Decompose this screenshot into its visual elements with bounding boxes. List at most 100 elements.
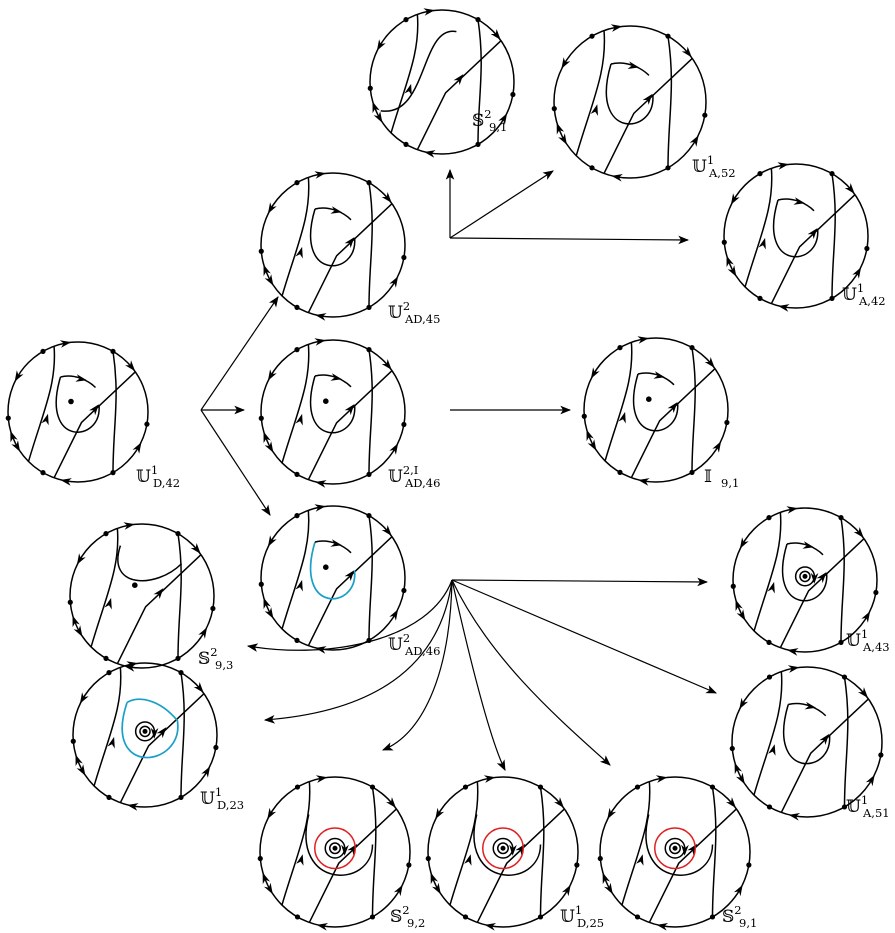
singular-point xyxy=(864,245,870,252)
flow-arrowhead xyxy=(404,83,412,96)
orbit xyxy=(637,372,675,386)
limit-cycle-red xyxy=(482,827,524,870)
flow-arrowhead xyxy=(123,522,135,530)
flow-arrowhead xyxy=(76,764,86,776)
label-symbol: 𝕌 xyxy=(136,467,151,487)
singular-point xyxy=(175,655,181,661)
label-subscript: A,42 xyxy=(858,294,886,308)
flow-arrowhead xyxy=(483,775,496,783)
singular-point xyxy=(67,599,73,605)
singular-point xyxy=(766,674,773,680)
flow-arrowhead xyxy=(75,754,83,767)
singular-point xyxy=(878,752,884,758)
separatrix xyxy=(119,693,205,803)
singular-point xyxy=(178,794,184,800)
singular-point xyxy=(462,784,469,790)
separatrix xyxy=(177,533,182,659)
singular-point xyxy=(838,639,844,645)
flow-arrowhead xyxy=(778,304,790,312)
label-superscript: 1 xyxy=(151,463,158,477)
arrow-to-U1_A42 xyxy=(449,235,690,245)
separatrix xyxy=(575,30,606,156)
separatrix xyxy=(630,368,716,478)
label-superscript: 2,I xyxy=(403,463,419,477)
flow-arrowhead xyxy=(735,599,743,612)
label-superscript: 1 xyxy=(215,785,222,799)
flow-arrowhead xyxy=(79,692,89,704)
label-subscript: 9,2 xyxy=(407,916,425,930)
orbit xyxy=(645,814,714,876)
homoclinic-loop xyxy=(309,208,356,267)
label-symbol: 𝕌 xyxy=(842,285,857,305)
flow-arrowhead xyxy=(554,797,564,808)
flow-arrowhead xyxy=(381,359,392,370)
homoclinic-loop xyxy=(309,375,356,434)
singular-point xyxy=(367,85,373,91)
poincare-disc xyxy=(260,505,406,651)
flow-arrowhead xyxy=(844,183,855,194)
flow-arrowhead xyxy=(656,923,669,931)
flow-arrowhead xyxy=(637,336,649,344)
separatrix xyxy=(281,510,310,630)
separatrix xyxy=(368,349,373,475)
label-symbol: 𝕀 xyxy=(704,467,712,487)
singular-point xyxy=(401,421,407,428)
separatrix xyxy=(711,786,717,917)
separatrix xyxy=(831,173,836,299)
separatrix xyxy=(416,40,502,150)
flow-arrowhead xyxy=(132,442,142,454)
flow-arrowhead xyxy=(381,192,392,203)
arrow-to-U1_A51 xyxy=(451,579,717,694)
singular-point xyxy=(366,180,372,186)
flow-arrowhead xyxy=(389,609,399,621)
label-symbol: 𝕌 xyxy=(388,635,403,655)
flow-arrowhead xyxy=(41,413,49,426)
flow-arrowhead xyxy=(681,46,692,58)
separatrix xyxy=(691,347,696,473)
separatrix xyxy=(116,554,202,664)
singular-point xyxy=(70,738,76,744)
separatrix xyxy=(779,538,865,648)
flow-arrowhead xyxy=(816,572,827,584)
flow-arrowhead xyxy=(76,553,86,565)
singular-point xyxy=(510,91,516,98)
flow-arrowhead xyxy=(787,648,799,656)
orbit xyxy=(786,542,824,556)
flow-arrowhead xyxy=(107,736,115,749)
singular-point xyxy=(729,745,735,752)
flow-arrowhead xyxy=(73,625,83,637)
flow-arrowhead xyxy=(768,744,776,756)
flow-arrowhead xyxy=(636,854,644,866)
flow-arrowhead xyxy=(667,402,678,414)
flow-arrowhead xyxy=(267,202,277,214)
flow-arrowhead xyxy=(734,762,742,775)
flow-arrowhead xyxy=(10,430,18,443)
flow-arrowhead xyxy=(556,122,565,135)
label-subscript: A,43 xyxy=(862,640,890,654)
flow-arrowhead xyxy=(689,135,699,147)
singular-point xyxy=(766,804,773,810)
arrow-to-U2_AD45 xyxy=(200,296,279,411)
flow-arrowhead xyxy=(655,775,668,783)
flow-arrowhead xyxy=(386,797,396,808)
label-subscript: 9,1 xyxy=(489,120,507,134)
label-superscript: 2 xyxy=(210,645,217,659)
arrow-to-S2_93 xyxy=(246,579,453,652)
flow-arrowhead xyxy=(60,478,72,486)
label-superscript: 2 xyxy=(403,631,410,645)
flow-arrowhead xyxy=(376,39,386,51)
singular-point xyxy=(210,605,216,612)
singular-point xyxy=(366,637,372,643)
flow-arrowhead xyxy=(263,597,271,610)
flow-arrowhead xyxy=(484,923,497,931)
poincare-disc xyxy=(723,163,869,309)
spiral-ring xyxy=(669,842,681,855)
flow-arrowhead xyxy=(736,772,745,785)
